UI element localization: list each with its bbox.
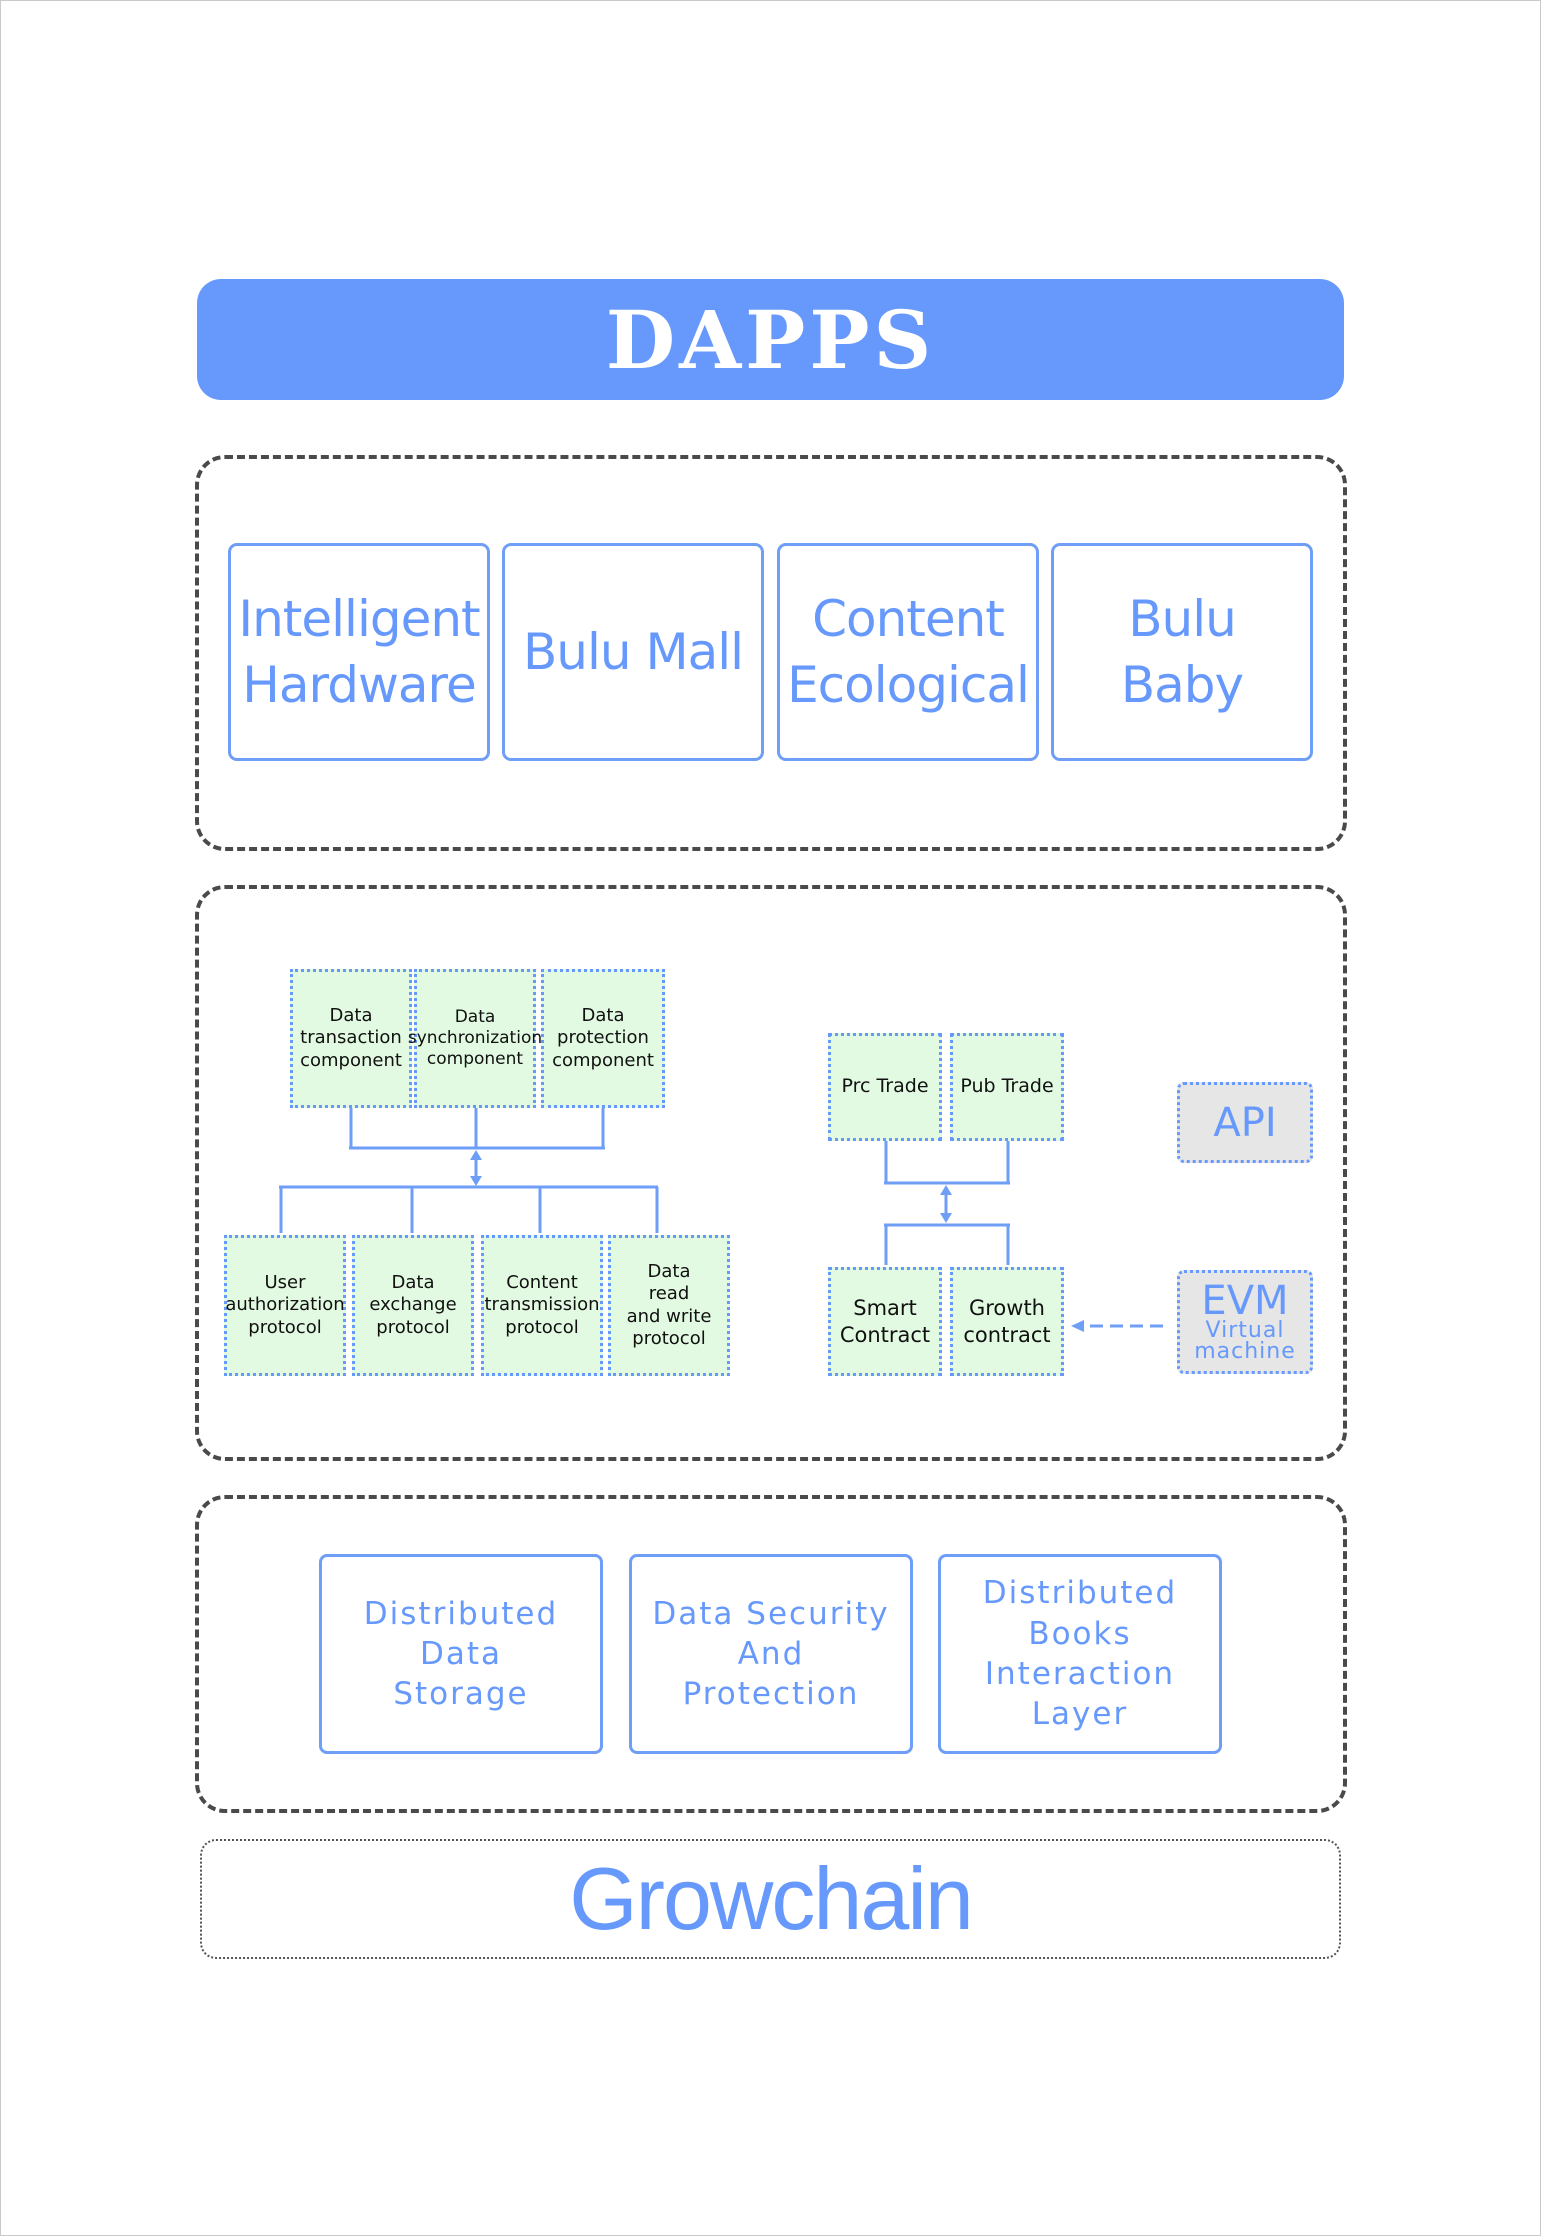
data-transaction-component: Data transaction component <box>290 969 412 1108</box>
component-label: Data transaction component <box>300 1004 402 1071</box>
app-content-ecological: Content Ecological <box>777 543 1039 761</box>
growchain-footer: Growchain <box>200 1839 1341 1959</box>
pub-trade: Pub Trade <box>950 1033 1064 1141</box>
trade-label: Prc Trade <box>841 1075 929 1098</box>
prc-trade: Prc Trade <box>828 1033 942 1141</box>
api-box: API <box>1177 1082 1313 1163</box>
protocol-label: User authorization protocol <box>225 1271 345 1338</box>
data-synchronization-component: Data synchronization component <box>408 969 542 1108</box>
applications-group <box>195 455 1347 851</box>
protocol-label: Content transmission protocol <box>484 1271 600 1338</box>
dapps-title: DAPPS <box>605 292 936 387</box>
base-layer-group <box>195 1495 1347 1813</box>
growchain-label: Growchain <box>569 1849 974 1948</box>
user-authorization-protocol: User authorization protocol <box>224 1235 346 1376</box>
app-label: Content Ecological <box>787 590 1030 714</box>
protocol-label: Data read and write protocol <box>626 1260 712 1350</box>
api-label: API <box>1213 1099 1277 1146</box>
data-read-write-protocol: Data read and write protocol <box>608 1235 730 1376</box>
component-label: Data protection component <box>552 1004 654 1071</box>
data-security-protection: Data Security And Protection <box>629 1554 913 1754</box>
app-bulu-mall: Bulu Mall <box>502 543 764 761</box>
base-label: Distributed Books Interaction Layer <box>982 1575 1178 1733</box>
protocol-label: Data exchange protocol <box>369 1271 457 1338</box>
middleware-group <box>195 885 1347 1461</box>
component-label: Data synchronization component <box>407 1006 543 1070</box>
base-label: Data Security And Protection <box>652 1595 890 1713</box>
app-label: Bulu Mall <box>522 623 744 681</box>
evm-label: EVM <box>1201 1278 1289 1325</box>
app-intelligent-hardware: Intelligent Hardware <box>228 543 490 761</box>
contract-label: Growth contract <box>963 1296 1051 1347</box>
data-exchange-protocol: Data exchange protocol <box>352 1235 474 1376</box>
content-transmission-protocol: Content transmission protocol <box>481 1235 603 1376</box>
growth-contract: Growth contract <box>950 1267 1064 1376</box>
base-label: Distributed Data Storage <box>363 1595 559 1713</box>
app-label: Bulu Baby <box>1120 590 1244 714</box>
app-bulu-baby: Bulu Baby <box>1051 543 1313 761</box>
evm-sublabel: Virtual machine <box>1194 1318 1296 1364</box>
dapps-header: DAPPS <box>197 279 1344 400</box>
contract-label: Smart Contract <box>839 1296 931 1347</box>
distributed-data-storage: Distributed Data Storage <box>319 1554 603 1754</box>
data-protection-component: Data protection component <box>541 969 665 1108</box>
app-label: Intelligent Hardware <box>238 590 480 714</box>
smart-contract: Smart Contract <box>828 1267 942 1376</box>
trade-label: Pub Trade <box>960 1075 1054 1098</box>
distributed-books-interaction-layer: Distributed Books Interaction Layer <box>938 1554 1222 1754</box>
evm-box: EVM Virtual machine <box>1177 1270 1313 1374</box>
